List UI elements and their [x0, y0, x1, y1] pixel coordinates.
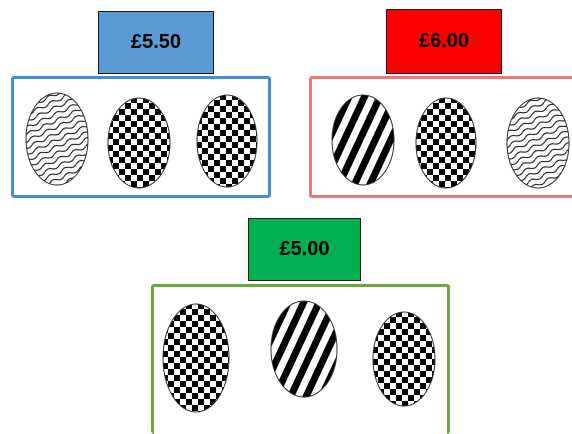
egg-wavy: [25, 92, 89, 186]
egg-checkered: [415, 97, 477, 189]
egg-checkered: [107, 97, 171, 189]
price-label-blue: £5.50: [98, 11, 214, 74]
price-label-red: £6.00: [386, 9, 502, 74]
price-label-green: £5.00: [248, 218, 361, 281]
egg-checkered: [196, 94, 258, 188]
egg-checkered: [162, 303, 230, 413]
egg-striped: [270, 300, 338, 398]
egg-wavy: [506, 97, 570, 189]
egg-striped: [331, 94, 395, 186]
egg-checkered: [372, 311, 436, 407]
